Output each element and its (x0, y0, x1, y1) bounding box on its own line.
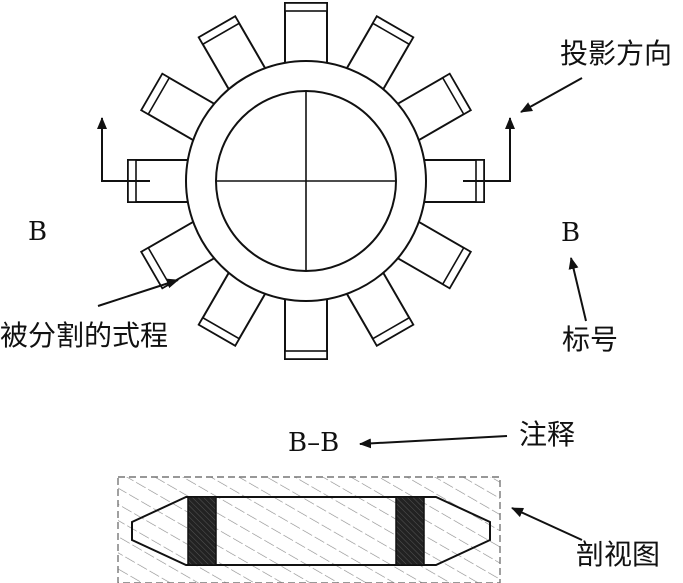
gear-tooth (197, 14, 269, 95)
leader-projection-direction (520, 77, 583, 113)
label-section-title: B–B (288, 428, 339, 458)
leader-marker (568, 257, 587, 322)
gear-front-view (127, 2, 485, 360)
label-b-left: B (28, 217, 47, 247)
label-projection-direction: 投影方向 (560, 37, 672, 70)
cut-marker-right (463, 117, 515, 182)
leader-section-view (511, 507, 583, 541)
label-cut-part: 被分割的式程 (0, 319, 168, 352)
section-bounding-box (117, 476, 501, 583)
label-marker: 标号 (562, 323, 618, 356)
leader-annotation (359, 435, 508, 449)
gear-tooth (343, 14, 415, 95)
gear-tooth (284, 294, 328, 360)
gear-tooth (284, 2, 328, 68)
section-view-drawing (117, 476, 501, 583)
cut-marker-left (97, 117, 150, 182)
section-cut-left (187, 496, 217, 566)
section-profile (131, 496, 491, 566)
section-cut-right (395, 496, 425, 566)
gear-tooth (139, 218, 220, 290)
label-b-right: B (561, 218, 580, 248)
gear-tooth (343, 267, 415, 348)
label-annotation: 注释 (519, 418, 575, 451)
leader-cut-part (97, 278, 179, 307)
label-section-view: 剖视图 (576, 538, 660, 571)
